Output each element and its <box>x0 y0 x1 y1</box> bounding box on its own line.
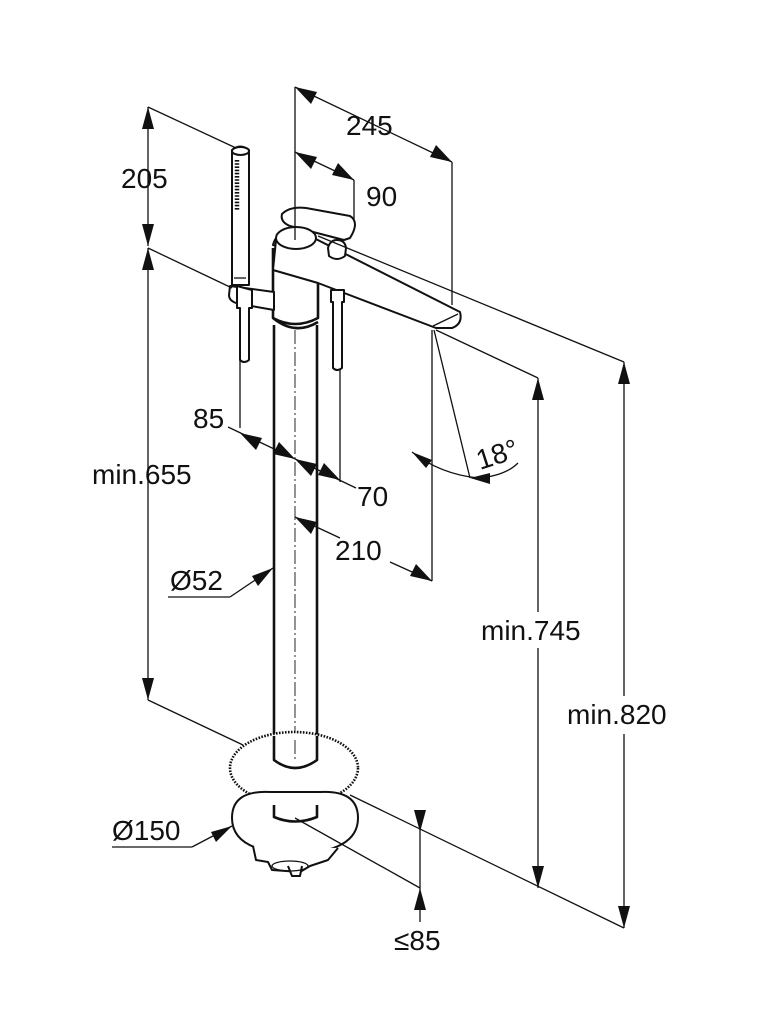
lever-handle <box>280 206 356 241</box>
arrow-820-bottom <box>618 906 630 928</box>
label-90: 90 <box>366 181 397 212</box>
arrow-745-top <box>532 378 544 400</box>
angle-line-18 <box>433 329 471 479</box>
dimension-labels: 205 245 90 85 70 210 18° min.655 min.745… <box>92 110 667 956</box>
floor-line <box>349 794 625 929</box>
arrow-70-right <box>318 463 340 480</box>
ext-line-820-top <box>317 235 625 363</box>
dim-line-245 <box>294 86 453 163</box>
arrow-210-right <box>410 564 432 581</box>
label-18-degrees: 18° <box>472 433 522 476</box>
diverter-knob <box>327 239 347 260</box>
arrow-90-left <box>295 152 317 169</box>
arrow-90-right <box>332 163 354 180</box>
arrow-le85-top <box>414 810 426 832</box>
arrow-85-right <box>273 442 295 459</box>
arrow-18-left <box>412 452 432 468</box>
label-min-655: min.655 <box>92 459 192 490</box>
mounting-ring <box>271 860 309 872</box>
ext-line-85-bottom <box>294 817 421 889</box>
hand-shower <box>231 145 250 286</box>
arrow-210-left <box>295 517 317 534</box>
lever-cartridge-cap <box>275 226 317 250</box>
base-plate <box>231 790 359 855</box>
base-column-stub <box>272 805 319 823</box>
label-diameter-150: Ø150 <box>112 815 181 846</box>
label-le-85: ≤85 <box>394 925 441 956</box>
label-min-820: min.820 <box>567 699 667 730</box>
arrow-85-left <box>240 433 262 450</box>
label-diameter-52: Ø52 <box>170 565 223 596</box>
arrow-18-right <box>470 473 490 484</box>
label-205: 205 <box>121 163 168 194</box>
label-245: 245 <box>346 110 393 141</box>
diverter-pin <box>330 289 345 371</box>
label-210: 210 <box>335 535 382 566</box>
arrow-52 <box>252 568 273 586</box>
arrow-655-bottom <box>142 678 154 700</box>
arrow-245-right <box>430 145 452 162</box>
arrow-150 <box>211 826 232 842</box>
ext-line-205-top <box>147 106 237 149</box>
arrow-le85-bottom <box>414 888 426 910</box>
label-min-745: min.745 <box>481 615 581 646</box>
arrow-205-bottom <box>142 224 154 246</box>
ext-line-745-top <box>435 329 539 379</box>
holder-stem <box>236 285 253 363</box>
arrow-245-left <box>295 87 317 104</box>
arrow-745-bottom <box>532 866 544 888</box>
spout-outlet <box>432 313 459 327</box>
ext-line-655-bottom <box>147 699 244 746</box>
mixer-body <box>228 145 462 877</box>
hand-shower-head <box>231 146 250 156</box>
dimension-lines <box>112 86 630 929</box>
arrow-655-top <box>142 248 154 270</box>
arrow-820-top <box>618 362 630 384</box>
ext-line-655-top <box>147 247 233 289</box>
column-over-disk <box>272 736 319 770</box>
arrow-70-left <box>295 459 317 476</box>
label-70: 70 <box>357 481 388 512</box>
label-85: 85 <box>193 403 224 434</box>
body-ring <box>272 316 319 330</box>
arrow-205-top <box>142 107 154 129</box>
